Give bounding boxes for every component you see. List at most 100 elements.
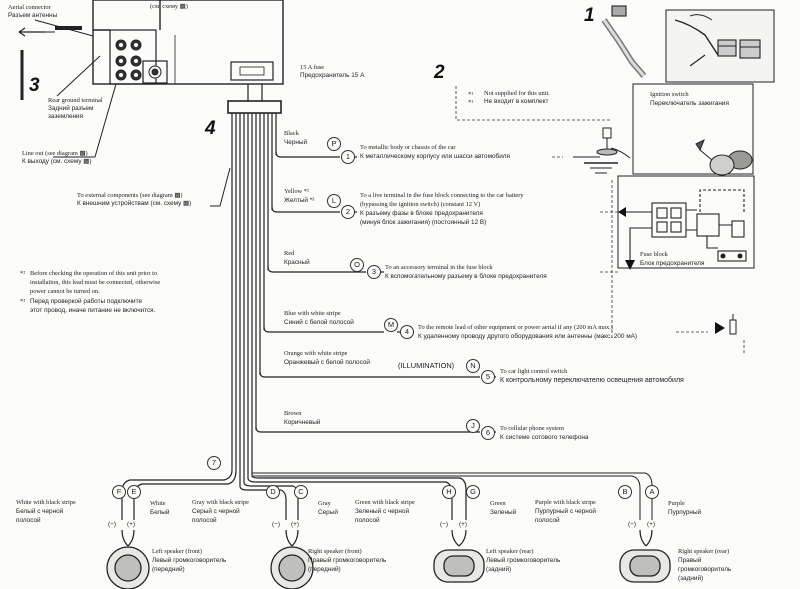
speaker-name-ru-2: (задний) — [486, 566, 512, 573]
step-number-1: 1 — [584, 5, 595, 26]
head-unit-chassis — [92, 0, 284, 85]
polarity-plus: (+) — [459, 521, 467, 528]
wire-color-label: Yellow *² — [284, 188, 309, 195]
speaker-name: Right speaker (rear) — [678, 548, 730, 555]
step-number-4: 4 — [205, 118, 216, 139]
branch-wires — [255, 151, 480, 433]
note-2-ru-line-2: этот провод, иначе питание не включится. — [30, 307, 156, 314]
fuse-label-ru: Предохранитель 15 A — [300, 72, 365, 79]
wire-number-badge: 6 — [481, 426, 495, 440]
wire-description: To cellular phone system — [500, 425, 564, 432]
note-2-mark-ru: *² — [20, 298, 26, 305]
wire-description: To the remote lead of other equipment or… — [418, 324, 613, 331]
wire-route-dashes — [455, 86, 745, 355]
speaker-wire-left-color: White with black stripe — [16, 499, 76, 506]
speaker-wire-left-color: Gray with black stripe — [192, 499, 249, 506]
connector-illustration — [601, 5, 775, 83]
speaker-wire-left-color: Green with black stripe — [355, 499, 415, 506]
speaker-letter-badge: A — [645, 485, 659, 499]
speaker-wire-right-color: Purple — [668, 500, 685, 507]
speaker-wire-right-color-ru: Зеленый — [490, 509, 517, 516]
note-2-line-3: power cannot be turned on. — [30, 288, 100, 295]
aerial-connector-label-ru: Разъем антенны — [8, 12, 58, 19]
harness-bundle — [227, 84, 282, 470]
note-2-mark: *² — [20, 270, 26, 277]
wire-color-label-ru: Желтый *² — [284, 197, 315, 204]
wire-letter-badge: M — [384, 318, 398, 332]
wire-number-badge: 2 — [341, 205, 355, 219]
speaker-wire-right-color: Gray — [318, 500, 331, 507]
top-diagram-ref: (см. схему ▩) — [150, 3, 188, 10]
speaker-wire-left-color-ru-1: Зеленый с черной — [355, 508, 410, 515]
wire-description: To an accessory terminal in the fuse blo… — [385, 264, 493, 271]
wire-description: To metallic body or chassis of the car — [360, 144, 456, 151]
speaker-name-ru-2: (передний) — [308, 566, 341, 573]
speaker-wire-right-color: White — [150, 500, 166, 507]
polarity-minus: (−) — [272, 521, 280, 528]
wire-description-ru: К вспомогательному разъему в блоке предо… — [385, 273, 547, 280]
fuse-arrows — [618, 207, 725, 334]
wire-number-badge: 4 — [400, 325, 414, 339]
chassis-ground-illustration — [573, 127, 631, 174]
polarity-minus: (−) — [628, 521, 636, 528]
note-1-text-ru: Не входит в комплект — [484, 98, 549, 105]
speaker-name-ru-1: Левый громкоговоритель — [152, 557, 227, 564]
speaker-name: Right speaker (front) — [308, 548, 362, 555]
rear-ground-label: Rear ground terminal — [48, 97, 103, 104]
illumination-label: (ILLUMINATION) — [398, 361, 455, 370]
line-out-label-ru: К выходу (см. схему ▩) — [22, 158, 92, 165]
polarity-minus: (−) — [440, 521, 448, 528]
wire-color-label: Blue with white stripe — [284, 310, 341, 317]
speaker-wire-left-color-ru-2: полосой — [535, 517, 560, 524]
wire-color-label-ru: Красный — [284, 259, 310, 266]
speaker-wire-left-color-ru-1: Серый с черной — [192, 508, 240, 515]
polarity-plus: (+) — [127, 521, 135, 528]
speaker-letter-badge: H — [442, 485, 456, 499]
note-1-mark: *¹ — [468, 91, 474, 98]
speaker-letter-badge: B — [618, 485, 632, 499]
aerial-connector-label: Aerial connector — [8, 4, 51, 11]
wire-color-label-ru: Коричневый — [284, 419, 321, 426]
speaker-drawings — [106, 546, 671, 589]
wire-description-ru: К системе сотового телефона — [500, 434, 589, 441]
wire-color-label: Brown — [284, 410, 302, 417]
polarity-plus: (+) — [291, 521, 299, 528]
wire-description-ru: К удаленному проводу другого оборудовани… — [418, 333, 637, 340]
polarity-plus: (+) — [647, 521, 655, 528]
note-2-line-1: Before checking the operation of this un… — [30, 270, 158, 277]
external-components-label: To external components (see diagram ▩) — [77, 192, 183, 199]
speaker-wire-right-color: Green — [490, 500, 506, 507]
wire-description-ru: К металлическому корпусу или шасси автом… — [360, 153, 510, 160]
wire-number-badge: 5 — [481, 370, 495, 384]
speaker-name-ru-2: громкоговоритель — [678, 566, 732, 573]
wire-color-label: Black — [284, 130, 299, 137]
wire-color-label-ru: Черный — [284, 139, 308, 146]
ignition-switch-label: Ignition switch — [650, 91, 689, 98]
wire-number-badge: 3 — [367, 265, 381, 279]
speaker-name-ru-1: Правый — [678, 557, 702, 564]
rear-ground-label-ru-2: заземления — [48, 113, 84, 120]
ignition-switch-label-ru: Переключатель зажигания — [650, 100, 729, 107]
speaker-wire-left-color-ru-1: Белый с черной — [16, 508, 64, 515]
wire-letter-badge: N — [466, 359, 480, 373]
speaker-wire-left-color: Purple with black stripe — [535, 499, 596, 506]
speaker-letter-badge: G — [466, 485, 480, 499]
rca-jacks — [115, 39, 162, 81]
note-1-mark-ru: *¹ — [468, 99, 474, 106]
line-out-label: Line out (see diagram ▩) — [22, 150, 88, 157]
speaker-name-ru-2: (передний) — [152, 566, 185, 573]
wire-description-ru: К контрольному переключателю освещения а… — [500, 377, 684, 384]
wire-description: To car light control switch — [500, 368, 568, 375]
step-number-2: 2 — [434, 62, 445, 83]
speaker-name: Left speaker (front) — [152, 548, 203, 555]
speaker-name-ru-1: Правый громкоговоритель — [308, 557, 387, 564]
wire-color-label: Red — [284, 250, 295, 257]
rear-ground-label-ru-1: Задний разъем — [48, 105, 94, 112]
external-components-label-ru: К внешним устройствам (см. схему ▩) — [77, 200, 192, 207]
speaker-wire-right-color-ru: Серый — [318, 509, 338, 516]
speaker-wire-left-color-ru-2: полосой — [192, 517, 217, 524]
note-2-ru-line-1: Перед проверкой работы подключите — [30, 298, 143, 305]
speaker-letter-badge: C — [294, 485, 308, 499]
speaker-letter-badge: E — [127, 485, 141, 499]
speaker-name-ru-1: Левый громкоговоритель — [486, 557, 561, 564]
